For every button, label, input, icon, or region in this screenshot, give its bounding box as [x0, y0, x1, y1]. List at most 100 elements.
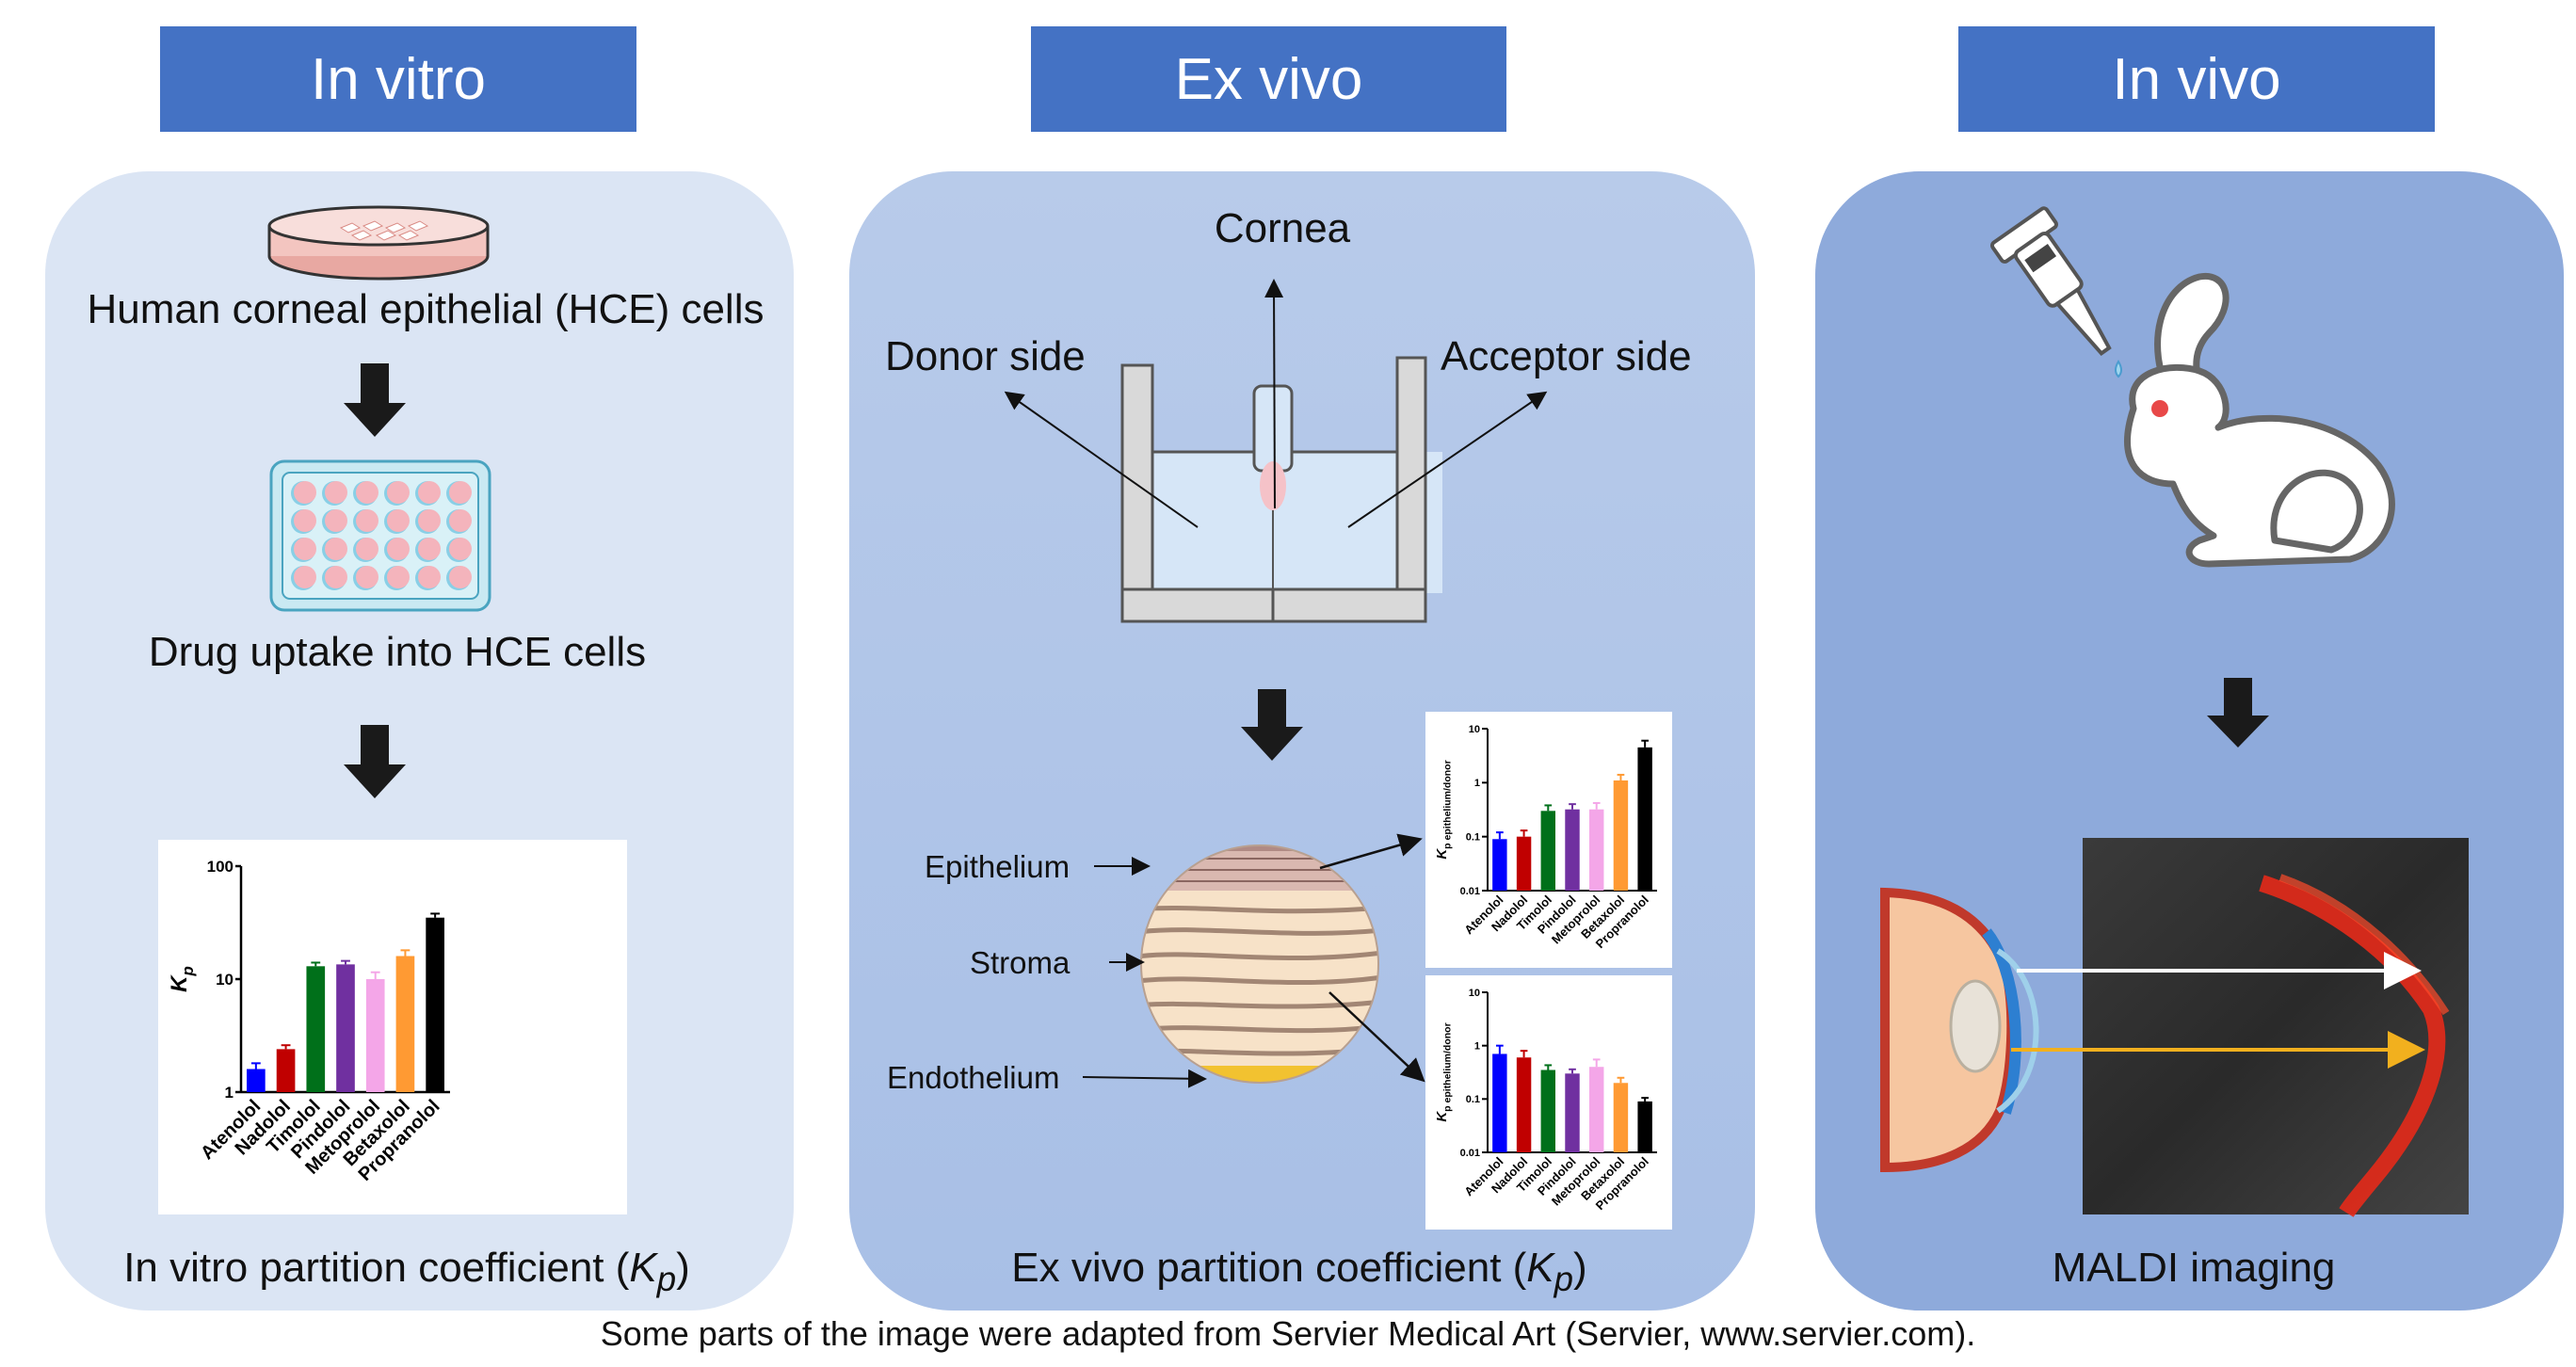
down-arrow-icon: [2207, 678, 2269, 748]
down-arrow-icon: [344, 363, 406, 437]
y-tick-label: 10: [1469, 988, 1480, 999]
y-tick-label: 0.1: [1466, 1094, 1480, 1105]
bar: [306, 966, 326, 1092]
well-fill: [294, 509, 316, 532]
bar: [1516, 836, 1532, 891]
well-fill: [356, 509, 378, 532]
endothelium-label: Endothelium: [887, 1060, 1060, 1095]
bar: [1613, 780, 1629, 891]
result-suffix: ): [676, 1245, 690, 1291]
bar: [276, 1049, 296, 1092]
well-fill: [294, 481, 316, 504]
y-tick-label: 10: [216, 971, 233, 989]
bar: [1589, 1067, 1604, 1152]
well-fill: [449, 509, 472, 532]
y-axis-label-subscript: p epithelium/donor: [1442, 1022, 1454, 1112]
well-fill: [356, 481, 378, 504]
bar: [1565, 1073, 1580, 1152]
down-arrow-icon: [1241, 689, 1303, 761]
well-fill: [418, 538, 441, 560]
cornea-label: Cornea: [1214, 205, 1351, 251]
y-tick-label: 10: [1469, 724, 1480, 735]
well-fill: [418, 509, 441, 532]
y-axis-label-k: K: [1434, 1111, 1450, 1122]
diffusion-chamber-icon: [1004, 279, 1548, 623]
well-fill: [418, 481, 441, 504]
bar: [365, 979, 385, 1092]
bar: [426, 917, 444, 1092]
bar: [1613, 1083, 1629, 1152]
bar: [395, 956, 415, 1092]
bar: [336, 964, 355, 1092]
well-fill: [325, 566, 347, 588]
well-fill: [449, 566, 472, 588]
bar: [1492, 839, 1507, 891]
donor-side-label: Donor side: [885, 333, 1086, 379]
well-fill: [387, 538, 410, 560]
well-fill: [325, 509, 347, 532]
well-fill: [387, 509, 410, 532]
y-tick-label: 1: [1474, 1041, 1480, 1053]
result-prefix: Ex vivo partition coefficient (: [1011, 1245, 1527, 1291]
y-tick-label: 0.01: [1460, 1148, 1480, 1159]
result-k: K: [1526, 1245, 1554, 1291]
acceptor-side-label: Acceptor side: [1441, 333, 1692, 379]
y-axis-label-k: K: [167, 974, 192, 992]
epithelium-label: Epithelium: [925, 849, 1071, 884]
bar: [1540, 1069, 1555, 1152]
drug-uptake-label: Drug uptake into HCE cells: [148, 629, 647, 675]
result-sub: p: [1554, 1259, 1574, 1298]
y-axis-label-subscript: p epithelium/donor: [1442, 760, 1454, 849]
bar: [1589, 809, 1604, 891]
endothelium-kp-bar-chart: 0.010.1110AtenololNadololTimololPindolol…: [1434, 988, 1657, 1213]
attribution-footer: Some parts of the image were adapted fro…: [600, 1314, 1976, 1353]
hce-cells-label: Human corneal epithelial (HCE) cells: [87, 286, 765, 332]
bar: [1637, 747, 1652, 891]
header-ex-vivo: Ex vivo: [1031, 26, 1506, 132]
maldi-imaging-label: MALDI imaging: [2052, 1245, 2336, 1291]
y-axis-label: Kp epithelium/donor: [1434, 760, 1454, 859]
stroma-label: Stroma: [970, 945, 1071, 980]
bar: [1516, 1057, 1532, 1152]
maldi-image: [1880, 838, 2469, 1217]
well-fill: [294, 538, 316, 560]
y-axis-label: Kp: [167, 966, 197, 992]
cornea-cross-section-icon: [1140, 844, 1379, 1084]
well-fill: [387, 481, 410, 504]
well-fill: [325, 538, 347, 560]
well-plate-icon: [269, 459, 491, 612]
well-fill: [294, 566, 316, 588]
rabbit-icon: [2124, 272, 2395, 568]
bar: [1540, 811, 1555, 891]
y-axis-label-k: K: [1434, 848, 1450, 860]
result-suffix: ): [1573, 1245, 1587, 1291]
well-fill: [449, 481, 472, 504]
y-tick-label: 1: [225, 1084, 233, 1102]
well-fill: [325, 481, 347, 504]
y-axis-label: Kp epithelium/donor: [1434, 1022, 1454, 1121]
header-in-vitro: In vitro: [160, 26, 636, 132]
in-vitro-kp-bar-chart: 110100AtenololNadololTimololPindololMeto…: [167, 858, 450, 1185]
well-fill: [387, 566, 410, 588]
y-tick-label: 1: [1474, 778, 1480, 789]
epithelium-kp-bar-chart: 0.010.1110AtenololNadololTimololPindolol…: [1434, 724, 1657, 951]
result-prefix: In vitro partition coefficient (: [123, 1245, 630, 1291]
result-k: K: [629, 1245, 657, 1291]
well-fill: [449, 538, 472, 560]
result-sub: p: [656, 1259, 677, 1298]
down-arrow-icon: [344, 725, 406, 798]
well-fill: [356, 566, 378, 588]
bar: [1637, 1101, 1652, 1152]
pipette-icon: [1989, 206, 2122, 378]
header-in-vivo: In vivo: [1958, 26, 2435, 132]
well-fill: [356, 538, 378, 560]
y-tick-label: 0.01: [1460, 886, 1480, 897]
bar: [247, 1069, 266, 1092]
in-vitro-result-label: In vitro partition coefficient (Kp): [123, 1245, 690, 1299]
petri-dish-icon: [267, 205, 490, 281]
ex-vivo-result-label: Ex vivo partition coefficient (Kp): [1011, 1245, 1586, 1299]
